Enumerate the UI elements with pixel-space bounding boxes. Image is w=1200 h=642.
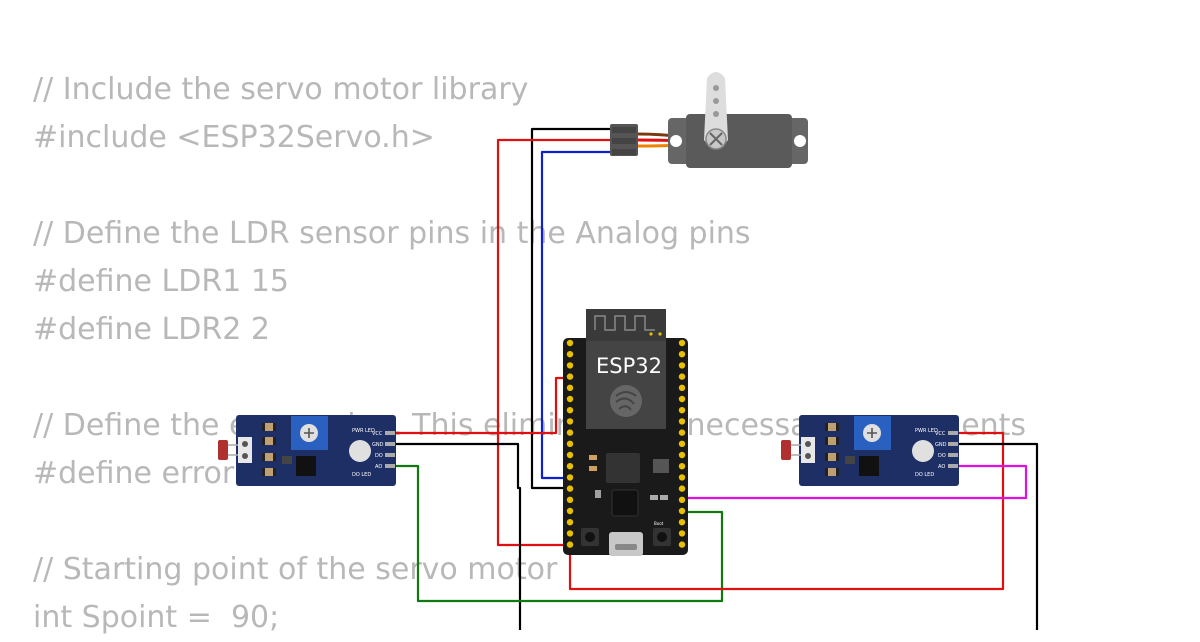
header-pin[interactable] xyxy=(566,530,574,537)
wire-servo-signal[interactable] xyxy=(540,150,612,480)
code-line: #define LDR2 2 xyxy=(33,312,270,347)
sensor-pin-labels: VCC GND DO AO xyxy=(372,431,384,470)
header-pin[interactable] xyxy=(566,451,574,459)
esp32-label: ESP32 xyxy=(596,354,662,378)
wire-ldr-right-power[interactable] xyxy=(568,431,1005,591)
header-pin[interactable] xyxy=(678,485,686,492)
svg-text:AO: AO xyxy=(938,464,945,470)
header-pin[interactable] xyxy=(566,507,574,515)
header-pin[interactable] xyxy=(566,474,574,481)
header-pin[interactable] xyxy=(566,373,574,380)
svg-text:PWR LED: PWR LED xyxy=(352,428,375,434)
header-pin[interactable] xyxy=(566,440,574,447)
wire-board-jumper[interactable] xyxy=(395,376,572,435)
wire-ldr-right-signal[interactable] xyxy=(682,464,1028,500)
header-pin[interactable] xyxy=(678,407,686,414)
photoresistor-icon xyxy=(781,440,791,460)
wire-ldr-right-ground[interactable] xyxy=(956,442,1039,630)
header-pin[interactable] xyxy=(678,362,686,369)
header-pin[interactable] xyxy=(566,463,574,470)
header-pin[interactable] xyxy=(678,496,686,503)
header-pin[interactable] xyxy=(678,530,686,537)
header-pin[interactable] xyxy=(566,351,574,358)
header-pin[interactable] xyxy=(678,451,686,459)
header-pin[interactable] xyxy=(566,395,574,403)
header-pin[interactable] xyxy=(678,463,686,470)
wire-servo-ground[interactable] xyxy=(530,127,612,490)
code-line: int Spoint = 90; xyxy=(33,600,280,635)
header-pin[interactable] xyxy=(566,496,574,503)
header-pin[interactable] xyxy=(566,541,574,548)
svg-text:GND: GND xyxy=(372,442,384,448)
header-pin[interactable] xyxy=(678,418,686,425)
code-line: #include <ESP32Servo.h> xyxy=(33,120,435,155)
wire-ldr-left-ground[interactable] xyxy=(395,442,522,630)
code-background: // Include the servo motor library #inclu… xyxy=(33,66,1026,642)
ldr-sensor-left[interactable]: PWR LED DO LED VCC GND DO AO xyxy=(218,415,396,486)
svg-text:VCC: VCC xyxy=(372,431,383,437)
photoresistor-icon xyxy=(218,440,228,460)
sensor-pin-labels: VCC GND DO AO xyxy=(935,431,947,470)
header-pin[interactable] xyxy=(678,384,686,391)
svg-text:DO: DO xyxy=(938,453,946,459)
svg-text:DO LED: DO LED xyxy=(352,472,371,478)
svg-text:GND: GND xyxy=(935,442,947,448)
esp32-board[interactable]: ESP32 Boot xyxy=(563,309,688,556)
header-pin[interactable] xyxy=(566,418,574,425)
led-icon xyxy=(912,440,934,462)
header-pin[interactable] xyxy=(678,395,686,403)
svg-text:DO: DO xyxy=(375,453,383,459)
header-pin[interactable] xyxy=(678,339,686,347)
header-pin[interactable] xyxy=(678,507,686,515)
boot-label: Boot xyxy=(654,521,664,526)
wire-ldr-left-signal[interactable] xyxy=(395,464,724,603)
header-pin[interactable] xyxy=(678,440,686,447)
comparator-chip xyxy=(296,456,316,476)
header-pin[interactable] xyxy=(566,384,574,391)
ldr-sensor-right[interactable]: PWR LED DO LED VCC GND DO AO xyxy=(781,415,959,486)
svg-text:AO: AO xyxy=(375,464,382,470)
pin-header-right xyxy=(678,339,686,548)
header-pin[interactable] xyxy=(566,485,574,492)
header-pin[interactable] xyxy=(678,351,686,358)
servo-motor[interactable] xyxy=(610,72,808,168)
svg-text:PWR LED: PWR LED xyxy=(915,428,938,434)
header-pin[interactable] xyxy=(566,407,574,414)
wire-servo-power[interactable] xyxy=(496,138,612,547)
espressif-logo-icon xyxy=(610,385,642,417)
header-pin[interactable] xyxy=(566,362,574,369)
header-pin[interactable] xyxy=(678,474,686,481)
code-line: #define LDR1 15 xyxy=(33,264,289,299)
header-pin[interactable] xyxy=(566,519,574,526)
header-pin[interactable] xyxy=(678,373,686,380)
pin-header-left xyxy=(566,339,574,548)
header-pin[interactable] xyxy=(566,429,574,436)
code-line: // Define the LDR sensor pins in the Ana… xyxy=(33,216,751,251)
header-pin[interactable] xyxy=(678,519,686,526)
svg-text:VCC: VCC xyxy=(935,431,946,437)
servo-horn[interactable] xyxy=(704,72,728,148)
header-pin[interactable] xyxy=(678,541,686,548)
code-line: // Include the servo motor library xyxy=(33,72,529,107)
svg-text:DO LED: DO LED xyxy=(915,472,934,478)
led-icon xyxy=(349,440,371,462)
header-pin[interactable] xyxy=(566,339,574,347)
header-pin[interactable] xyxy=(678,429,686,436)
comparator-chip xyxy=(859,456,879,476)
code-line: // Starting point of the servo motor xyxy=(33,552,558,587)
